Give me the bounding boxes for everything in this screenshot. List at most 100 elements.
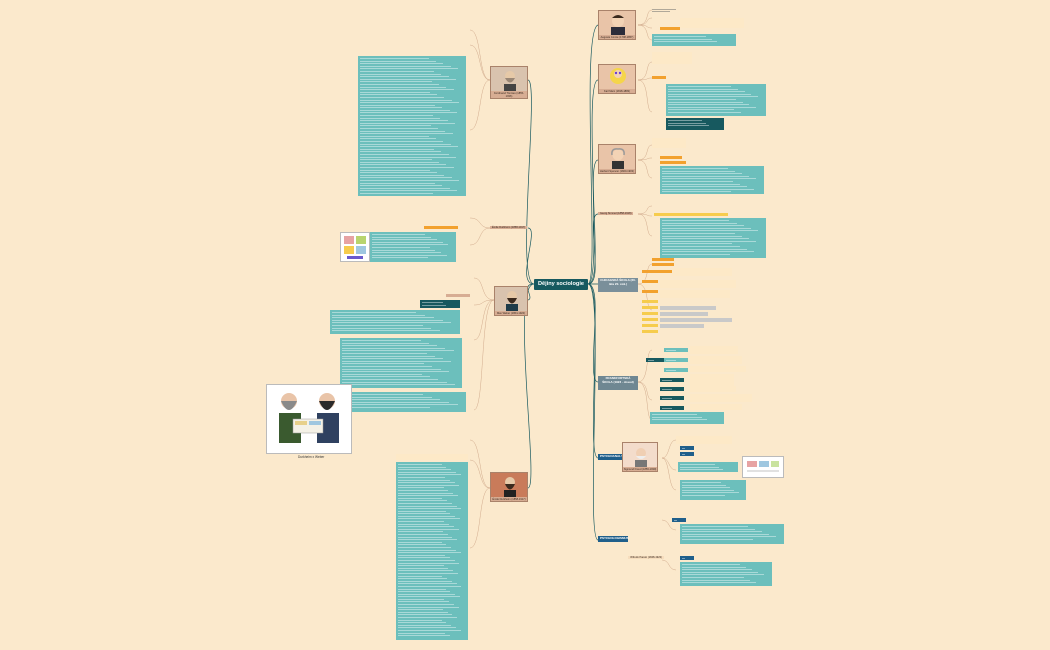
person-label: Max Weber (1864-1920)	[496, 311, 526, 315]
spencer-tag-1[interactable]	[660, 156, 682, 159]
comte-tag[interactable]	[660, 27, 680, 30]
psychologism-box-2[interactable]	[680, 556, 694, 560]
text-line	[360, 72, 446, 76]
chicago-tag-10[interactable]	[642, 324, 658, 327]
person-pareto[interactable]: Vilfredo Pareto (1848-1923)	[628, 556, 664, 559]
durkheim-note-2	[410, 210, 472, 224]
text-line	[666, 369, 680, 372]
frankfurt-box-4[interactable]	[664, 368, 688, 372]
text-line	[398, 470, 460, 474]
chicago-grey-3	[660, 318, 732, 322]
person-label: Ferdinand Tönnies (1855-1936)	[494, 91, 524, 98]
text-line	[398, 543, 451, 546]
text-line	[662, 224, 748, 227]
person-tonnies[interactable]: Ferdinand Tönnies (1855-1936)	[490, 66, 528, 99]
chicago-tag-6[interactable]	[642, 300, 658, 303]
text-line	[398, 574, 447, 578]
text-line	[398, 597, 449, 601]
text-line	[360, 137, 441, 140]
text-line	[342, 367, 445, 371]
person-weber[interactable]: Max Weber (1864-1920)	[494, 286, 528, 316]
root-topic[interactable]: Dějiny sociologie	[534, 279, 588, 290]
text-line	[662, 219, 734, 222]
text-line	[398, 548, 460, 552]
chicago-note-3	[660, 290, 730, 298]
person-simmel[interactable]: Georg Simmel (1858-1918)	[598, 212, 634, 215]
chicago-tag-4[interactable]	[642, 280, 658, 283]
text-line	[360, 147, 438, 151]
text-line	[360, 189, 461, 192]
text-line	[360, 152, 453, 156]
chicago-note-2	[660, 280, 736, 288]
frankfurt-box-6[interactable]	[660, 387, 684, 391]
frankfurt-box-3[interactable]	[664, 358, 688, 362]
frankfurt-box-7[interactable]	[660, 396, 684, 400]
weber-tag-1[interactable]	[446, 294, 470, 297]
person-freud[interactable]: Sigmund Freud (1856-1939)	[622, 442, 658, 472]
text-line	[398, 577, 452, 580]
chicago-tag-1[interactable]	[652, 258, 674, 261]
text-line	[398, 473, 465, 476]
freud-box-1[interactable]	[680, 446, 694, 450]
section-frankfurt[interactable]: FRANKFURTSKÁ ŠKOLA (1923 - dosud)	[598, 376, 638, 390]
text-line	[398, 478, 454, 482]
chicago-tag-3[interactable]	[642, 270, 672, 273]
frankfurt-box-5[interactable]	[660, 378, 684, 382]
section-psychoanalysis[interactable]: PSYCHOANALÝZA	[598, 454, 628, 460]
portrait-durkheim-icon	[491, 473, 527, 497]
chicago-tag-7[interactable]	[642, 306, 658, 309]
text-line	[398, 463, 446, 466]
text-line	[342, 370, 453, 373]
text-line	[360, 121, 459, 125]
text-line	[682, 493, 729, 497]
freud-box-2[interactable]	[680, 452, 694, 456]
marx-tag[interactable]	[652, 76, 666, 79]
frankfurt-note-7	[690, 394, 752, 402]
text-line	[360, 171, 442, 174]
text-line	[360, 64, 455, 68]
frankfurt-box-2[interactable]	[664, 348, 688, 352]
text-line	[662, 169, 739, 173]
text-line	[652, 418, 711, 421]
text-line	[662, 237, 753, 240]
text-line	[360, 111, 461, 115]
frankfurt-box-8[interactable]	[660, 406, 684, 410]
text-line	[372, 233, 430, 236]
text-line	[360, 191, 437, 195]
person-durkheim-upper[interactable]: Émile Durkheim (1858-1917)	[490, 226, 528, 229]
section-chicago[interactable]: CHICAGSKÁ ŠKOLA (20. léta 20. stol.)	[598, 278, 638, 292]
chicago-tag-9[interactable]	[642, 318, 658, 321]
spencer-tag-2[interactable]	[660, 161, 686, 164]
frankfurt-box-1[interactable]	[646, 358, 664, 362]
text-line	[668, 95, 763, 98]
text-line	[398, 491, 458, 495]
chicago-tag-11[interactable]	[642, 330, 658, 333]
text-line	[360, 57, 433, 60]
text-line	[360, 168, 434, 172]
text-line	[662, 247, 751, 251]
simmel-tag[interactable]	[654, 213, 728, 216]
person-durkheim[interactable]: Émile Durkheim (1858-1917)	[490, 472, 528, 502]
simmel-text-box	[660, 218, 766, 258]
durkheim-tag[interactable]	[424, 226, 458, 229]
text-line	[372, 235, 436, 239]
chicago-tag-5[interactable]	[642, 290, 658, 293]
text-line	[680, 465, 724, 469]
person-spencer[interactable]: Herbert Spencer (1820-1903)	[598, 144, 636, 174]
text-line	[668, 103, 754, 106]
text-line	[342, 364, 437, 368]
psychologism-box-1[interactable]	[672, 518, 686, 522]
section-psychologism[interactable]: PSYCHOLOGISMUS	[598, 536, 629, 542]
chicago-tag-8[interactable]	[642, 312, 658, 315]
text-line	[398, 551, 465, 554]
text-line	[398, 564, 448, 567]
text-line	[360, 98, 456, 102]
text-line	[398, 507, 466, 510]
person-marx[interactable]: Karl Marx (1818-1883)	[598, 64, 636, 94]
text-line	[360, 158, 436, 161]
durkheim-lower-note-1	[404, 424, 468, 436]
person-comte[interactable]: Auguste Comte (1798-1857)	[598, 10, 636, 40]
text-line	[398, 514, 460, 518]
text-line	[682, 581, 761, 584]
chicago-tag-2[interactable]	[652, 263, 674, 266]
